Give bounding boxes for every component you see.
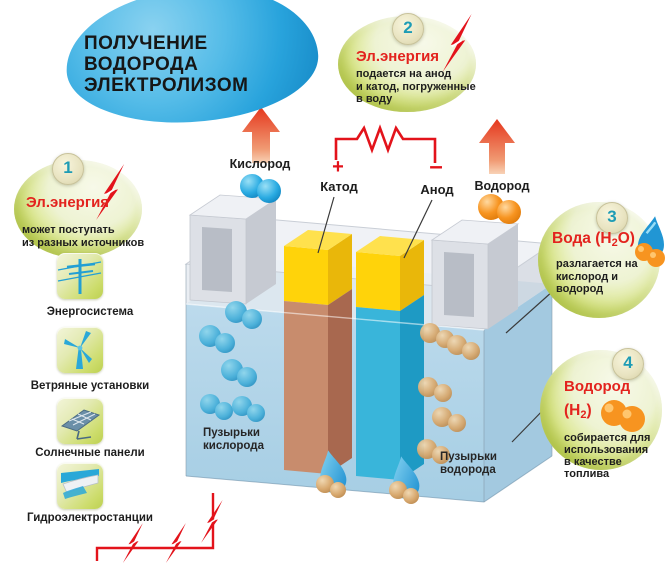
anode-label: Анод bbox=[420, 182, 454, 197]
cathode-label: Катод bbox=[320, 179, 358, 194]
hydrogen-bubble bbox=[330, 482, 346, 498]
step-number-badge: 3 bbox=[596, 202, 628, 234]
oxygen-label: Кислород bbox=[229, 157, 291, 171]
step-heading: Вода (H2O) bbox=[552, 230, 635, 249]
hydrogen-up-arrow-icon bbox=[479, 119, 515, 174]
source-label: Гидроэлектростанции bbox=[27, 512, 153, 524]
title-line: ЭЛЕКТРОЛИЗОМ bbox=[84, 75, 249, 96]
step-formula: (H2) bbox=[564, 402, 592, 421]
step-body: разлагается на кислород и водород bbox=[556, 258, 638, 295]
anode-electrode bbox=[356, 236, 424, 480]
step-3-water: 3 Вода (H2O) разлагается на кислород и в… bbox=[534, 194, 670, 326]
hydro-plant-icon bbox=[57, 463, 103, 509]
step-heading: Водород bbox=[564, 378, 631, 395]
oxygen-bubbles bbox=[199, 301, 265, 422]
hydrogen-bubble bbox=[403, 488, 419, 504]
title-line: ПОЛУЧЕНИЕ bbox=[84, 33, 208, 54]
minus-sign: – bbox=[429, 153, 443, 180]
hydrogen-collection-tower bbox=[430, 219, 520, 330]
hydrogen-bubbles-label: Пузырьки водорода bbox=[440, 451, 497, 476]
source-label: Ветряные установки bbox=[30, 380, 150, 392]
plus-sign: + bbox=[332, 156, 344, 178]
electrolysis-tank bbox=[184, 194, 554, 504]
water-drop-icon bbox=[635, 216, 665, 267]
power-grid-icon bbox=[57, 253, 103, 299]
step-2-electric-energy: 2 Эл.энергия подается на анод и катод, п… bbox=[336, 4, 498, 116]
source-item-solar: Солнечные панели bbox=[10, 395, 170, 465]
step-1-electric-energy: 1 Эл.энергия может поступать из разных и… bbox=[14, 150, 164, 262]
oxygen-bubbles-label: Пузырьки кислорода bbox=[203, 427, 264, 452]
wind-turbine-icon bbox=[57, 327, 103, 373]
source-item-hydro: Гидроэлектростанции bbox=[10, 460, 170, 530]
oxygen-molecule-icon bbox=[240, 174, 281, 203]
step-heading: Эл.энергия bbox=[26, 194, 110, 211]
source-label: Энергосистема bbox=[46, 306, 134, 318]
step-number-badge: 1 bbox=[52, 153, 84, 185]
step-body: подается на анод и катод, погруженные в … bbox=[356, 68, 476, 105]
circuit-resistor bbox=[334, 124, 437, 163]
lightning-bolt-icon bbox=[96, 164, 125, 220]
source-item-wind: Ветряные установки bbox=[10, 324, 170, 398]
hydrogen-bubbles bbox=[417, 323, 480, 464]
solar-panel-icon bbox=[57, 398, 103, 444]
oxygen-up-arrow-icon bbox=[242, 107, 280, 163]
step-body: собирается для использования в качестве … bbox=[564, 432, 651, 480]
source-label: Солнечные панели bbox=[35, 447, 145, 459]
step-number-badge: 2 bbox=[392, 13, 424, 45]
oxygen-collection-tower bbox=[188, 194, 278, 305]
page-title: ПОЛУЧЕНИЕ ВОДОРОДА ЭЛЕКТРОЛИЗОМ bbox=[84, 33, 248, 96]
hydrogen-label: Водород bbox=[474, 179, 530, 193]
hydrogen-molecule-icon bbox=[478, 194, 521, 224]
step-number-badge: 4 bbox=[612, 348, 644, 380]
hydrogen-bubble bbox=[389, 481, 407, 499]
step-body: может поступать из разных источников bbox=[22, 224, 145, 249]
hydrogen-molecule-icon bbox=[601, 400, 645, 432]
cathode-electrode bbox=[284, 230, 352, 474]
hydrogen-bubble bbox=[316, 475, 334, 493]
title-line: ВОДОРОДА bbox=[84, 54, 199, 75]
step-heading: Эл.энергия bbox=[356, 48, 440, 65]
water-right-face bbox=[484, 284, 552, 502]
source-item-power-grid: Энергосистема bbox=[10, 250, 170, 322]
lightning-bolt-icon bbox=[442, 14, 472, 72]
step-4-hydrogen: 4 Водород (H2) собирается для использова… bbox=[538, 342, 670, 484]
